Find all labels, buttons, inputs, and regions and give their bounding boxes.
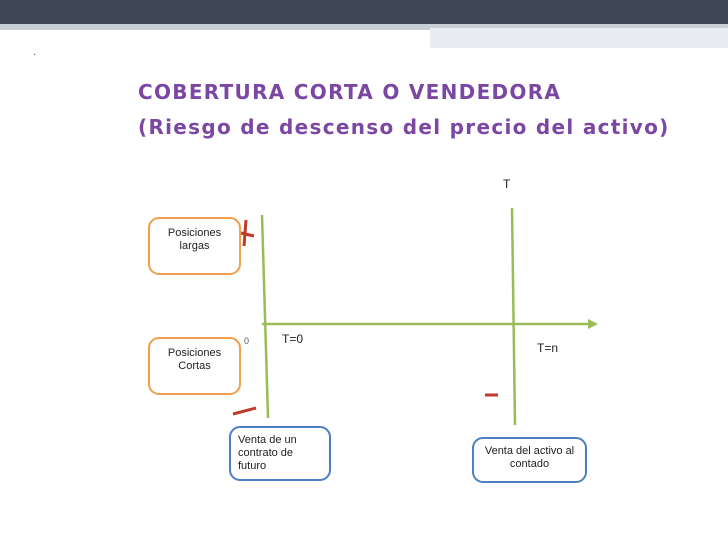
future-sale-box: Venta de un contrato de futuro (229, 426, 331, 481)
short-positions-label: Posiciones Cortas (167, 347, 222, 372)
long-positions-box: Posiciones largas (148, 217, 241, 275)
plus-mark-horizontal (240, 231, 255, 238)
slide-marker: · (33, 50, 37, 61)
label-t0: T=0 (282, 332, 304, 346)
long-positions-label: Posiciones largas (167, 227, 222, 252)
zero-mark: 0 (244, 336, 250, 346)
minus-mark-left (232, 406, 257, 416)
header-strip (0, 24, 728, 30)
slide-subtitle: (Riesgo de descenso del precio del activ… (138, 115, 670, 139)
spot-sale-box: Venta del activo al contado (472, 437, 587, 483)
vertical-line-tn (510, 207, 517, 426)
time-axis-arrow-icon (588, 319, 598, 329)
slide-title: COBERTURA CORTA O VENDEDORA (138, 80, 562, 104)
label-tn: T=n (537, 341, 559, 355)
short-positions-box: Posiciones Cortas (148, 337, 241, 395)
vertical-line-t0 (260, 214, 270, 419)
header-tab (430, 28, 728, 48)
header-bar (0, 0, 728, 48)
spot-sale-label: Venta del activo al contado (484, 445, 575, 470)
label-t: T (503, 177, 511, 191)
future-sale-label: Venta de un contrato de futuro (238, 434, 297, 472)
